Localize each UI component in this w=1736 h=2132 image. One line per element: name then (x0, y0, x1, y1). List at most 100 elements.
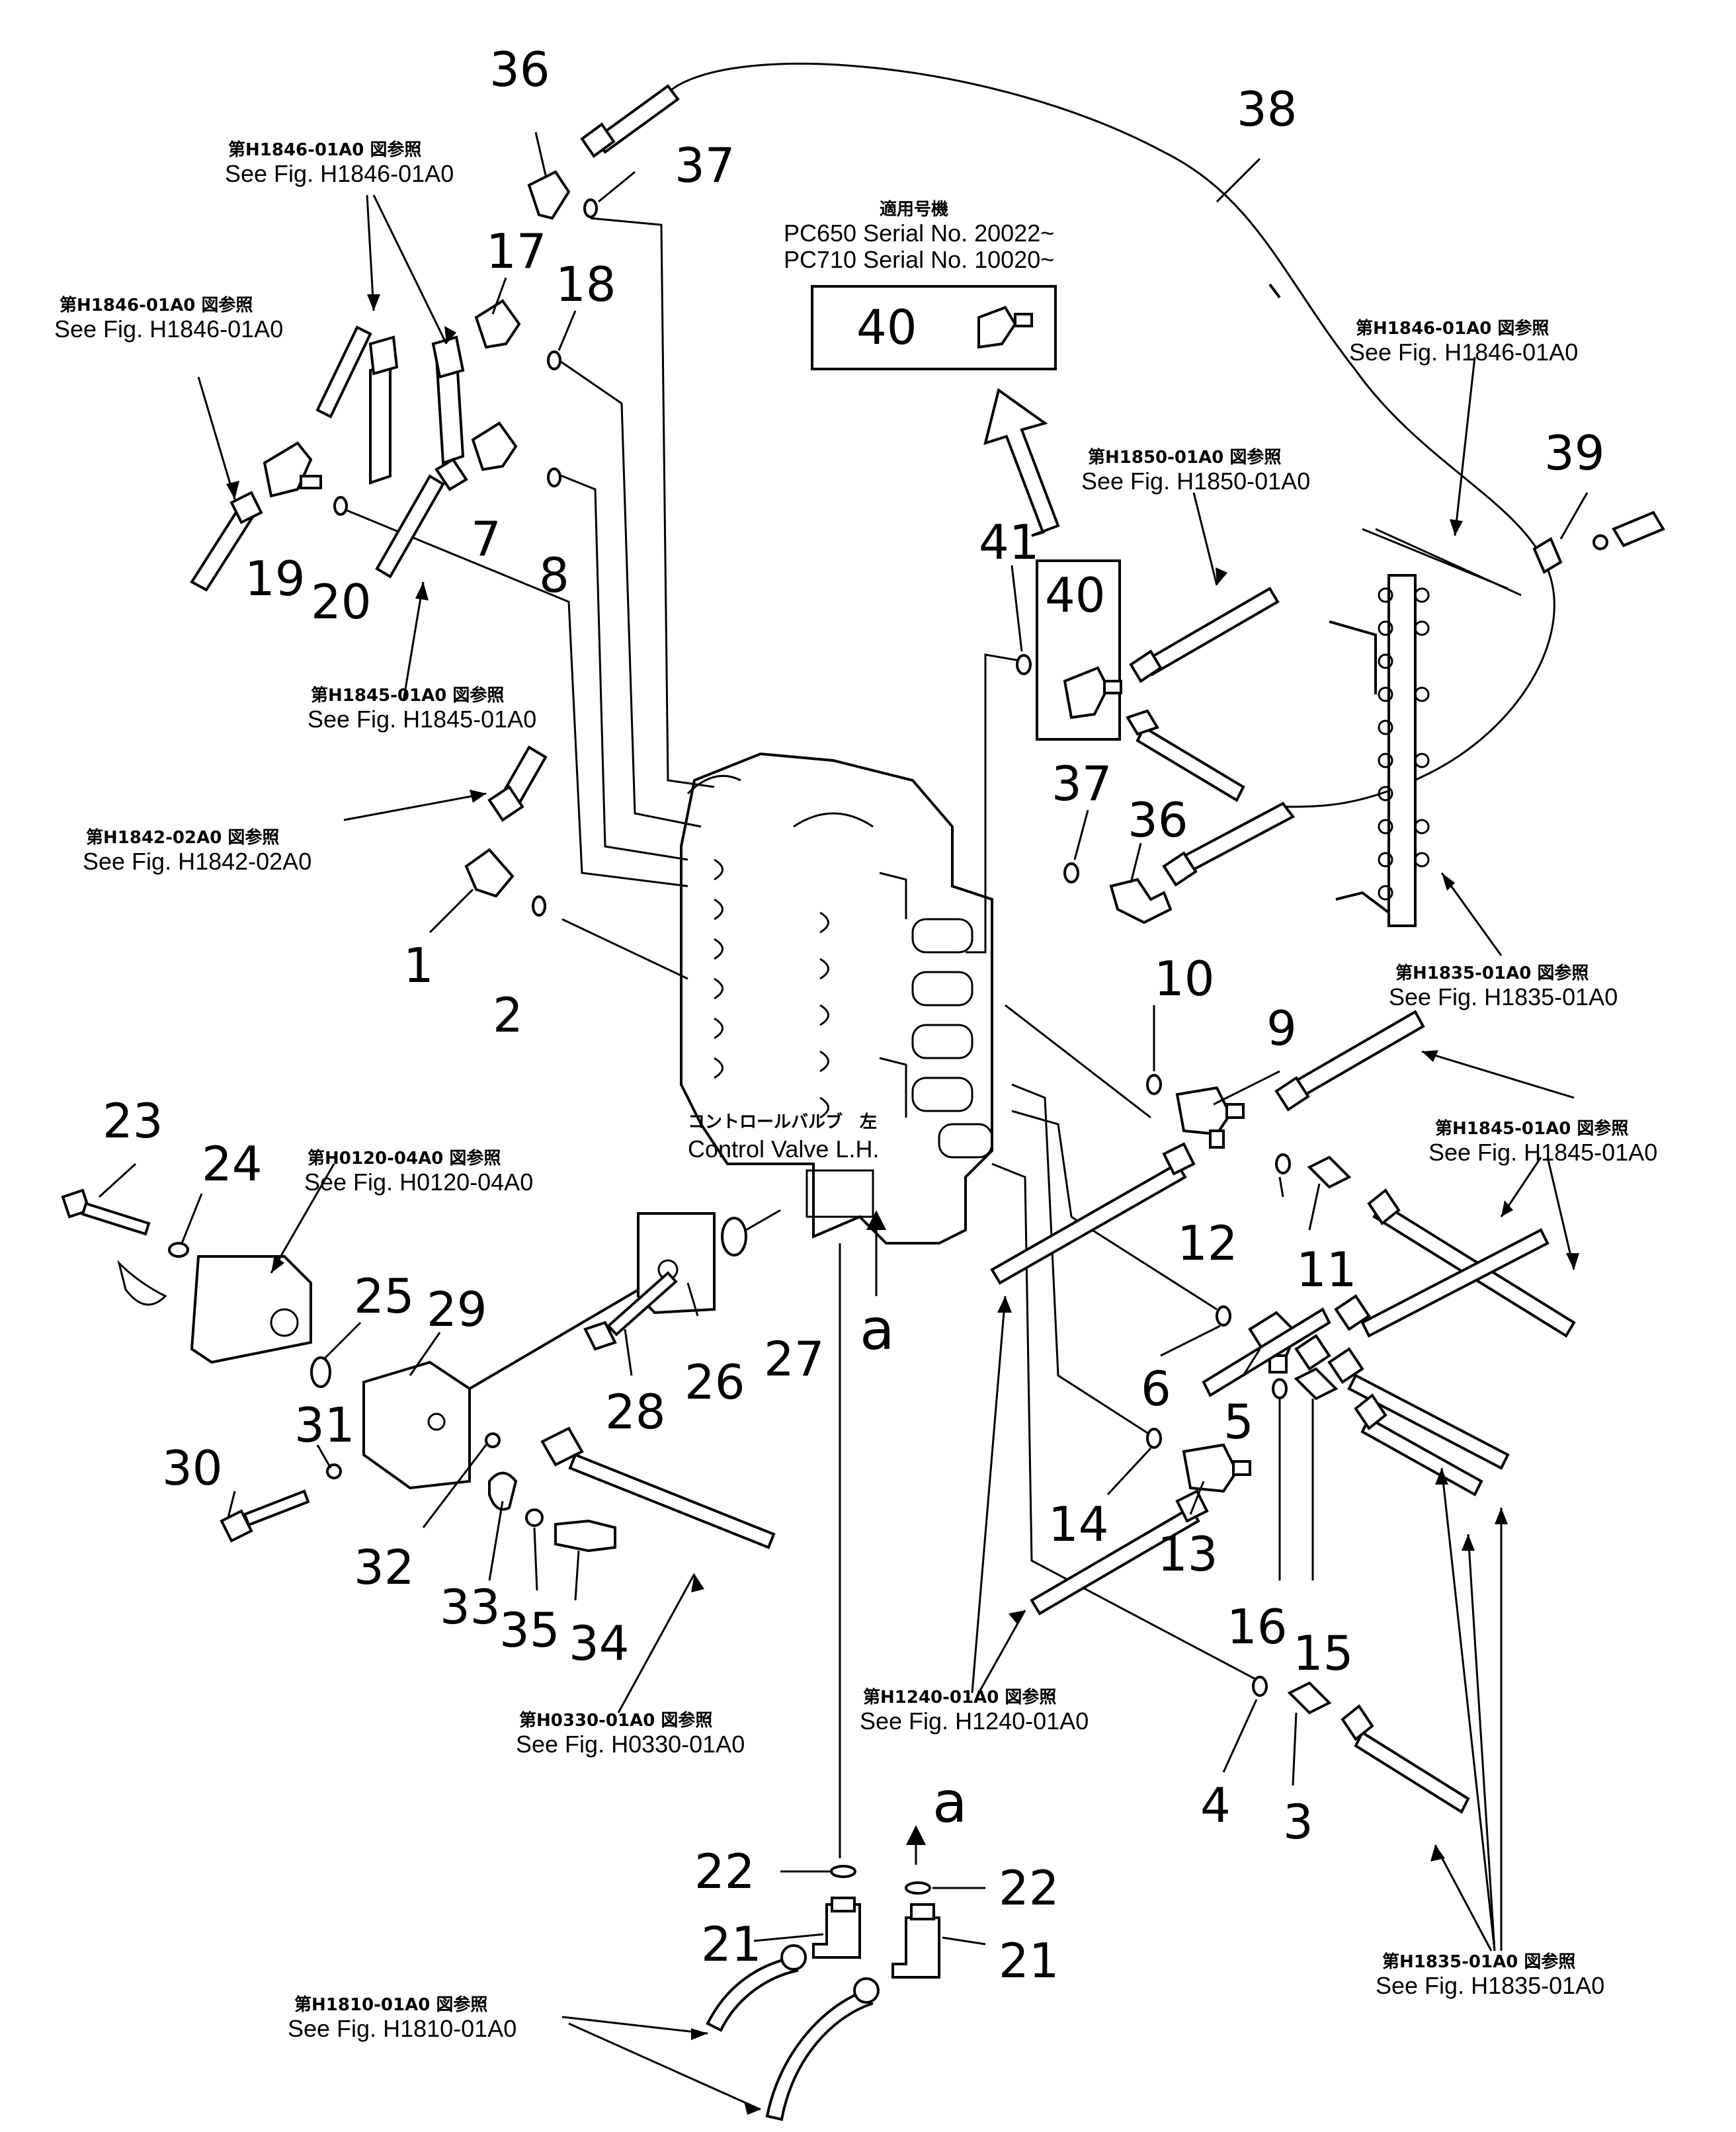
fitting-3 (1287, 1681, 1332, 1715)
callout-11: 11 (1296, 1242, 1357, 1297)
callout-17: 17 (486, 224, 547, 279)
ref-en: See Fig. H1850-01A0 (1081, 468, 1310, 495)
applicability-note: 適用号機 PC650 Serial No. 20022~ PC710 Seria… (784, 199, 1054, 355)
fitting-21-right (891, 1903, 940, 1979)
o-ring-14 (1146, 1428, 1162, 1449)
body-label: コントロールバルブ 左 Control Valve L.H. (688, 1112, 879, 1163)
o-ring-8 (547, 468, 561, 487)
hose-h1240-lower (1030, 1489, 1209, 1616)
ref-en: See Fig. H1846-01A0 (1349, 339, 1578, 366)
ref-jp: 第H1846-01A0 図参照 (1356, 318, 1549, 339)
ref-jp: 第H1845-01A0 図参照 (1435, 1118, 1628, 1139)
callout-40-inset: 40 (856, 300, 917, 355)
ref-en: See Fig. H1810-01A0 (288, 2015, 517, 2042)
leader-27 (745, 1209, 781, 1231)
view-marker-a-lower: a (932, 1770, 968, 1836)
hose-36-top (580, 84, 680, 158)
hose-38 (667, 62, 1555, 808)
o-ring-25 (310, 1356, 331, 1388)
tee-19 (263, 441, 322, 498)
callout-36-mid: 36 (1128, 792, 1188, 848)
callout-31: 31 (294, 1397, 355, 1453)
o-ring-27 (721, 1217, 747, 1256)
o-ring-18 (547, 350, 561, 370)
hose-13 (1202, 1307, 1331, 1397)
ref-jp: 第H1842-02A0 図参照 (86, 827, 279, 848)
callout-33: 33 (440, 1579, 501, 1635)
hose-36-mid (1162, 801, 1296, 887)
hose-9-right (1274, 1010, 1425, 1112)
callout-3: 3 (1283, 1794, 1313, 1850)
callout-21-right: 21 (999, 1933, 1059, 1988)
elbow-36-mid (1109, 878, 1173, 924)
hose-upper-left-3 (375, 458, 468, 579)
part-40-box (1036, 559, 1121, 741)
hose-upper-left-2 (431, 335, 465, 465)
hose-h1850 (1129, 587, 1280, 683)
washer-24 (168, 1242, 189, 1258)
o-ring-22-left (830, 1865, 856, 1878)
hose-19-lower (190, 491, 263, 592)
hose-3 (1341, 1704, 1470, 1814)
fitting-11 (1307, 1155, 1352, 1189)
elbow-1 (464, 848, 515, 898)
callout-2: 2 (493, 987, 523, 1043)
tee-13 (1182, 1354, 1288, 1493)
ref-en: See Fig. H0330-01A0 (516, 1731, 745, 1758)
bolt-28 (583, 1271, 678, 1351)
elbow-17 (474, 299, 521, 349)
ref-jp: 第H1846-01A0 図参照 (60, 295, 253, 315)
hose-h1810-1 (706, 1944, 807, 2032)
o-ring-22-right (905, 1881, 931, 1895)
ref-en: See Fig. H1842-02A0 (83, 848, 311, 875)
ref-en: See Fig. H1835-01A0 (1389, 983, 1618, 1010)
leader-lines-upper (343, 217, 1024, 980)
ref-jp: 第H1835-01A0 図参照 (1395, 963, 1589, 983)
ref-jp: 第H1810-01A0 図参照 (294, 1994, 487, 2015)
o-ring-20 (333, 496, 348, 516)
o-ring-37-top (583, 198, 598, 218)
hose-h1810-2 (765, 1977, 880, 2121)
applicability-box (811, 285, 1057, 370)
ref-jp: 第H1846-01A0 図参照 (228, 140, 421, 160)
callout-37-top: 37 (675, 138, 735, 193)
o-ring-32 (485, 1432, 501, 1448)
callout-28: 28 (605, 1384, 666, 1440)
fitting-21-left (812, 1897, 861, 1959)
ref-en: See Fig. H1240-01A0 (860, 1707, 1089, 1735)
callout-35: 35 (499, 1602, 560, 1658)
callout-40: 40 (1045, 567, 1106, 623)
callout-9: 9 (1266, 1001, 1297, 1056)
callout-39: 39 (1544, 425, 1605, 481)
ref-en: See Fig. H1846-01A0 (225, 160, 454, 187)
callout-12: 12 (1177, 1215, 1238, 1271)
ref-en: See Fig. H1846-01A0 (54, 315, 283, 343)
bolt-34 (554, 1519, 616, 1553)
ref-jp: 第H1845-01A0 図参照 (311, 685, 504, 706)
block-29 (362, 1275, 663, 1490)
bolt-23 (61, 1188, 151, 1236)
callout-10: 10 (1154, 951, 1215, 1006)
block-h0120 (117, 1255, 312, 1364)
ref-en: See Fig. H1845-01A0 (308, 706, 536, 733)
callout-8: 8 (539, 548, 569, 603)
callout-14: 14 (1048, 1496, 1109, 1552)
control-valve-body (680, 752, 993, 1245)
washer-35 (525, 1508, 544, 1527)
body-label-en: Control Valve L.H. (688, 1135, 879, 1163)
callout-5: 5 (1223, 1394, 1254, 1450)
view-marker-a-upper: a (860, 1297, 895, 1363)
callout-19: 19 (245, 551, 306, 606)
o-ring-6 (1216, 1305, 1231, 1327)
ref-en: See Fig. H1835-01A0 (1376, 1972, 1604, 1999)
reference-arrowheads (226, 294, 1579, 2115)
callout-24: 24 (202, 1136, 263, 1192)
callout-1: 1 (403, 938, 434, 993)
callout-13: 13 (1157, 1526, 1218, 1582)
callout-7: 7 (471, 511, 501, 567)
